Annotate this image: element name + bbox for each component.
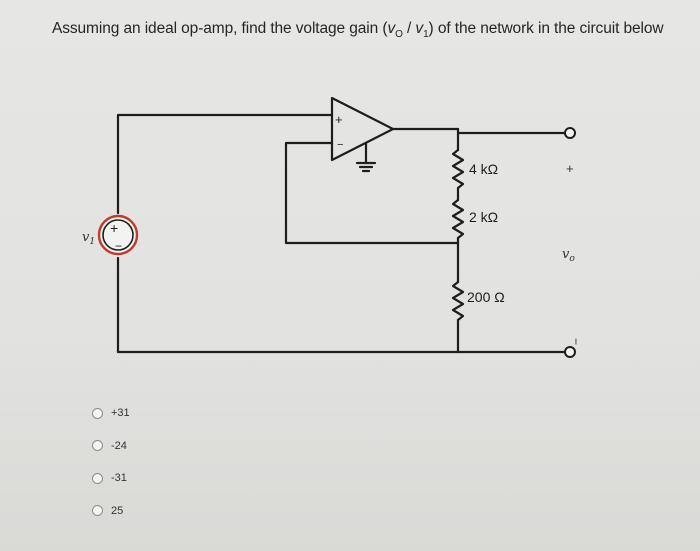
option-4[interactable]: 25 <box>92 502 130 520</box>
circuit-diagram: + − v1 + − 4 kΩ 2 kΩ 200 Ω + − vo <box>82 96 583 358</box>
source-label: v1 <box>82 230 95 247</box>
option-3-label: -31 <box>111 472 127 484</box>
v1-subscript: 1 <box>423 29 429 41</box>
opamp-triangle <box>330 96 395 162</box>
radio-button-2[interactable] <box>92 440 103 451</box>
resistor-2k <box>451 198 465 240</box>
source-ring <box>97 214 139 256</box>
wire-feedback <box>284 141 460 245</box>
output-plus-sign: + <box>566 161 574 176</box>
wire-source-to-plus-input <box>116 113 334 215</box>
question-text: Assuming an ideal op-amp, find the volta… <box>52 20 692 40</box>
source-plus-sign: + <box>110 220 118 236</box>
question-prefix: Assuming an ideal op-amp, find the volta… <box>52 20 388 37</box>
output-label-v: v <box>562 247 570 262</box>
output-minus-sign: − <box>569 338 583 345</box>
option-3[interactable]: -31 <box>92 469 130 487</box>
output-terminal-top <box>564 127 576 139</box>
question-suffix: ) of the network in the circuit below <box>428 20 664 37</box>
resistor-200 <box>451 280 465 322</box>
option-2-label: -24 <box>111 439 127 452</box>
source-inner <box>102 219 134 251</box>
opamp-minus-sign: − <box>337 139 343 151</box>
v1-symbol: v <box>415 20 424 37</box>
source-label-sub: 1 <box>89 237 95 247</box>
vo-symbol: v <box>387 20 396 37</box>
option-1-label: +31 <box>111 407 130 419</box>
resistor-4k-label: 4 kΩ <box>469 161 498 177</box>
wire-bottom-rail <box>116 256 460 354</box>
resistor-4k <box>451 148 465 190</box>
radio-button-4[interactable] <box>92 505 103 516</box>
ratio-slash: / <box>402 20 416 37</box>
resistor-200-label: 200 Ω <box>467 289 505 305</box>
source-label-v: v <box>82 230 90 245</box>
vo-subscript: O <box>395 29 403 41</box>
output-label-sub: o <box>569 254 575 264</box>
answer-options: +31 -24 -31 25 <box>92 404 130 534</box>
radio-button-3[interactable] <box>92 472 103 484</box>
option-2[interactable]: -24 <box>92 437 130 455</box>
option-1[interactable]: +31 <box>92 404 130 422</box>
radio-button-1[interactable] <box>92 407 103 419</box>
output-label: vo <box>562 247 575 264</box>
resistor-2k-label: 2 kΩ <box>469 209 498 225</box>
opamp-plus-sign: + <box>335 112 343 127</box>
option-4-label: 25 <box>111 504 124 517</box>
output-terminal-bottom <box>564 346 576 358</box>
source-minus-sign: − <box>115 239 122 253</box>
